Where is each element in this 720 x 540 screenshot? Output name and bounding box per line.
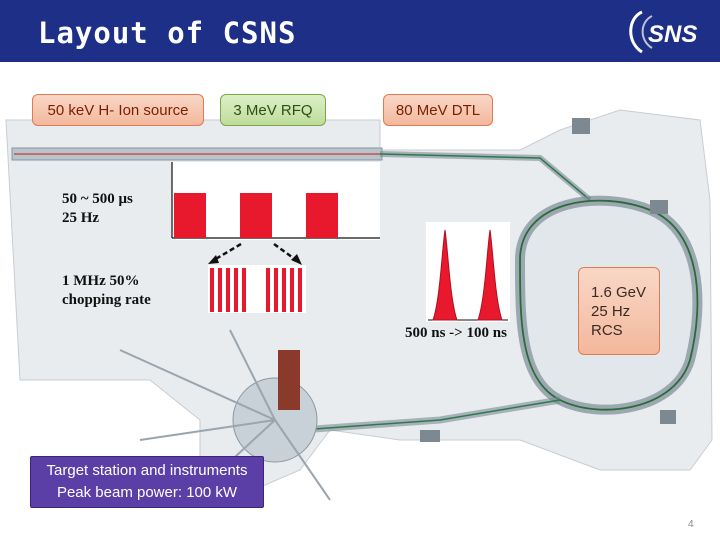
target-line-2: Peak beam power: 100 kW — [56, 484, 238, 501]
chopping-line-2: chopping rate — [62, 292, 151, 308]
chopping-line-1: 1 MHz 50% — [62, 273, 140, 289]
bunch-compression-annotation: 500 ns -> 100 ns — [405, 325, 507, 341]
ion-source-label: 50 keV H- Ion source — [47, 101, 189, 119]
target-line-1: Target station and instruments — [46, 462, 248, 479]
rfq-label: 3 MeV RFQ — [233, 101, 313, 119]
slide-header: Layout of CSNS SNS — [0, 0, 720, 62]
dtl-callout: 80 MeV DTL — [383, 94, 493, 126]
rcs-callout: 1.6 GeV 25 Hz RCS — [578, 267, 660, 355]
macro-pulse-annotation: 50 ~ 500 μs 25 Hz — [62, 190, 133, 228]
rcs-energy: 1.6 GeV — [591, 283, 647, 301]
macro-pulse-width: 50 ~ 500 μs — [62, 191, 133, 207]
chopping-annotation: 1 MHz 50% chopping rate — [62, 272, 151, 310]
macro-pulse-rate: 25 Hz — [62, 210, 100, 226]
rcs-rate: 25 Hz — [591, 302, 631, 320]
slide-title: Layout of CSNS — [38, 16, 297, 50]
logo-text: SNS — [648, 21, 697, 48]
sns-logo: SNS — [629, 10, 697, 54]
ion-source-callout: 50 keV H- Ion source — [32, 94, 204, 126]
slide-number: 4 — [688, 519, 694, 530]
target-callout: Target station and instruments Peak beam… — [30, 456, 264, 508]
rfq-callout: 3 MeV RFQ — [220, 94, 326, 126]
dtl-label: 80 MeV DTL — [395, 101, 481, 119]
rcs-label: RCS — [591, 321, 623, 339]
